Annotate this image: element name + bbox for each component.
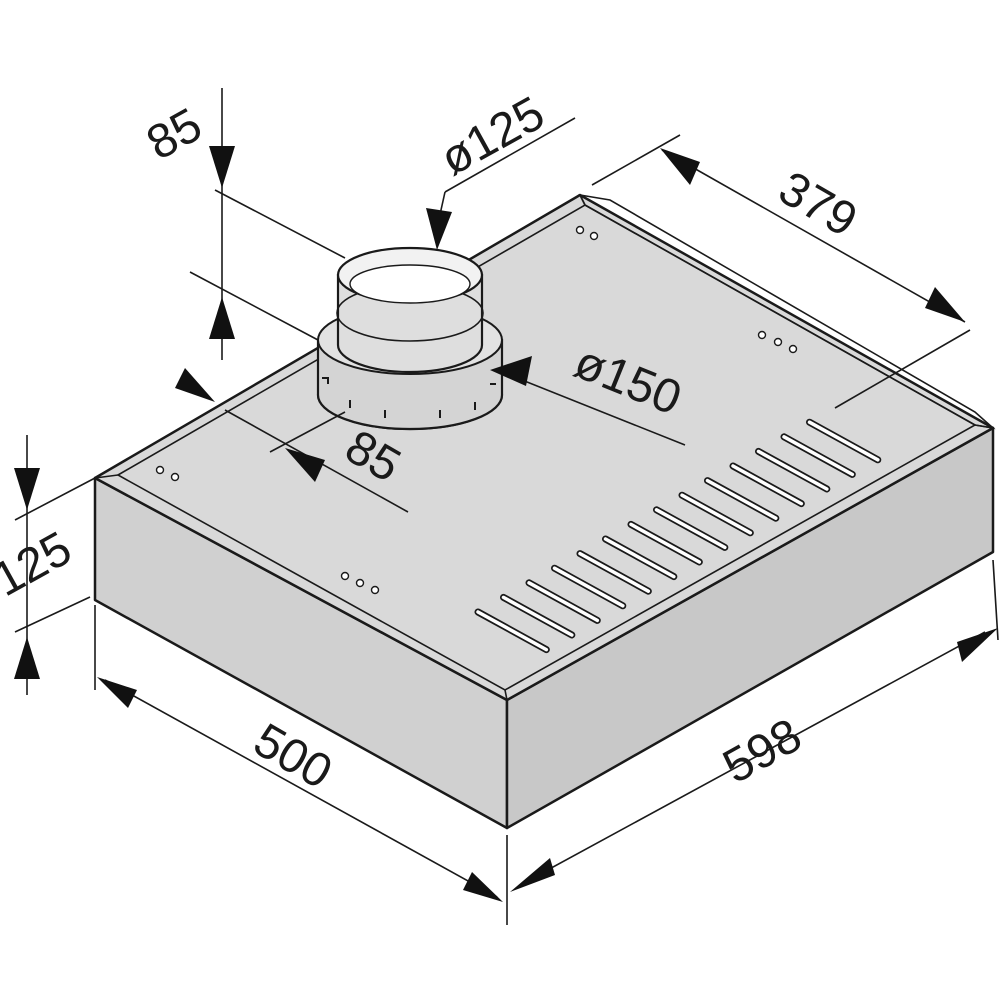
vent-slot-inner — [705, 478, 778, 520]
arrow-85-top — [209, 146, 235, 188]
vent-slot-inner — [756, 449, 829, 491]
vent-slot-inner — [527, 581, 600, 623]
vent-slot-inner — [501, 595, 574, 637]
arrow-379-bottom — [925, 287, 965, 322]
vent-slot-inner — [476, 610, 549, 652]
screw-holes — [155, 225, 798, 595]
vent-slot-inner — [807, 420, 880, 462]
arrow-500-right — [463, 872, 503, 902]
vent-slot-inner — [578, 551, 651, 593]
arrow-500-left — [97, 677, 137, 708]
vent-slot-inner — [629, 522, 702, 564]
vent-slot-inner — [782, 435, 855, 477]
label-duct-diameter: ø125 — [432, 87, 553, 186]
label-back-depth-379: 379 — [770, 162, 866, 248]
arrow-85-bottom — [209, 297, 235, 339]
vent-slot-inner — [552, 566, 625, 608]
arrow-598-right — [957, 628, 998, 662]
vent-slot-inner — [680, 493, 753, 535]
arrow-125-bottom — [14, 637, 40, 679]
arrow-125-top — [14, 468, 40, 510]
label-width-598: 598 — [715, 709, 811, 794]
arrow-85-side-right — [285, 448, 325, 482]
duct-inner-ellipse — [349, 264, 471, 304]
label-height-125: 125 — [0, 522, 80, 607]
arrow-379-top — [660, 148, 700, 185]
arrow-duct-125 — [426, 208, 452, 250]
vent-slot-inner — [603, 537, 676, 579]
arrow-598-left — [510, 858, 555, 892]
vent-slots — [474, 418, 882, 654]
label-offset-back-85: 85 — [138, 98, 210, 170]
vent-slot-inner — [731, 464, 804, 506]
hood-back-rim — [578, 193, 996, 430]
arrow-collar-150 — [490, 356, 532, 386]
vent-slot-inner — [654, 508, 727, 550]
arrow-85-side-left — [175, 368, 215, 402]
